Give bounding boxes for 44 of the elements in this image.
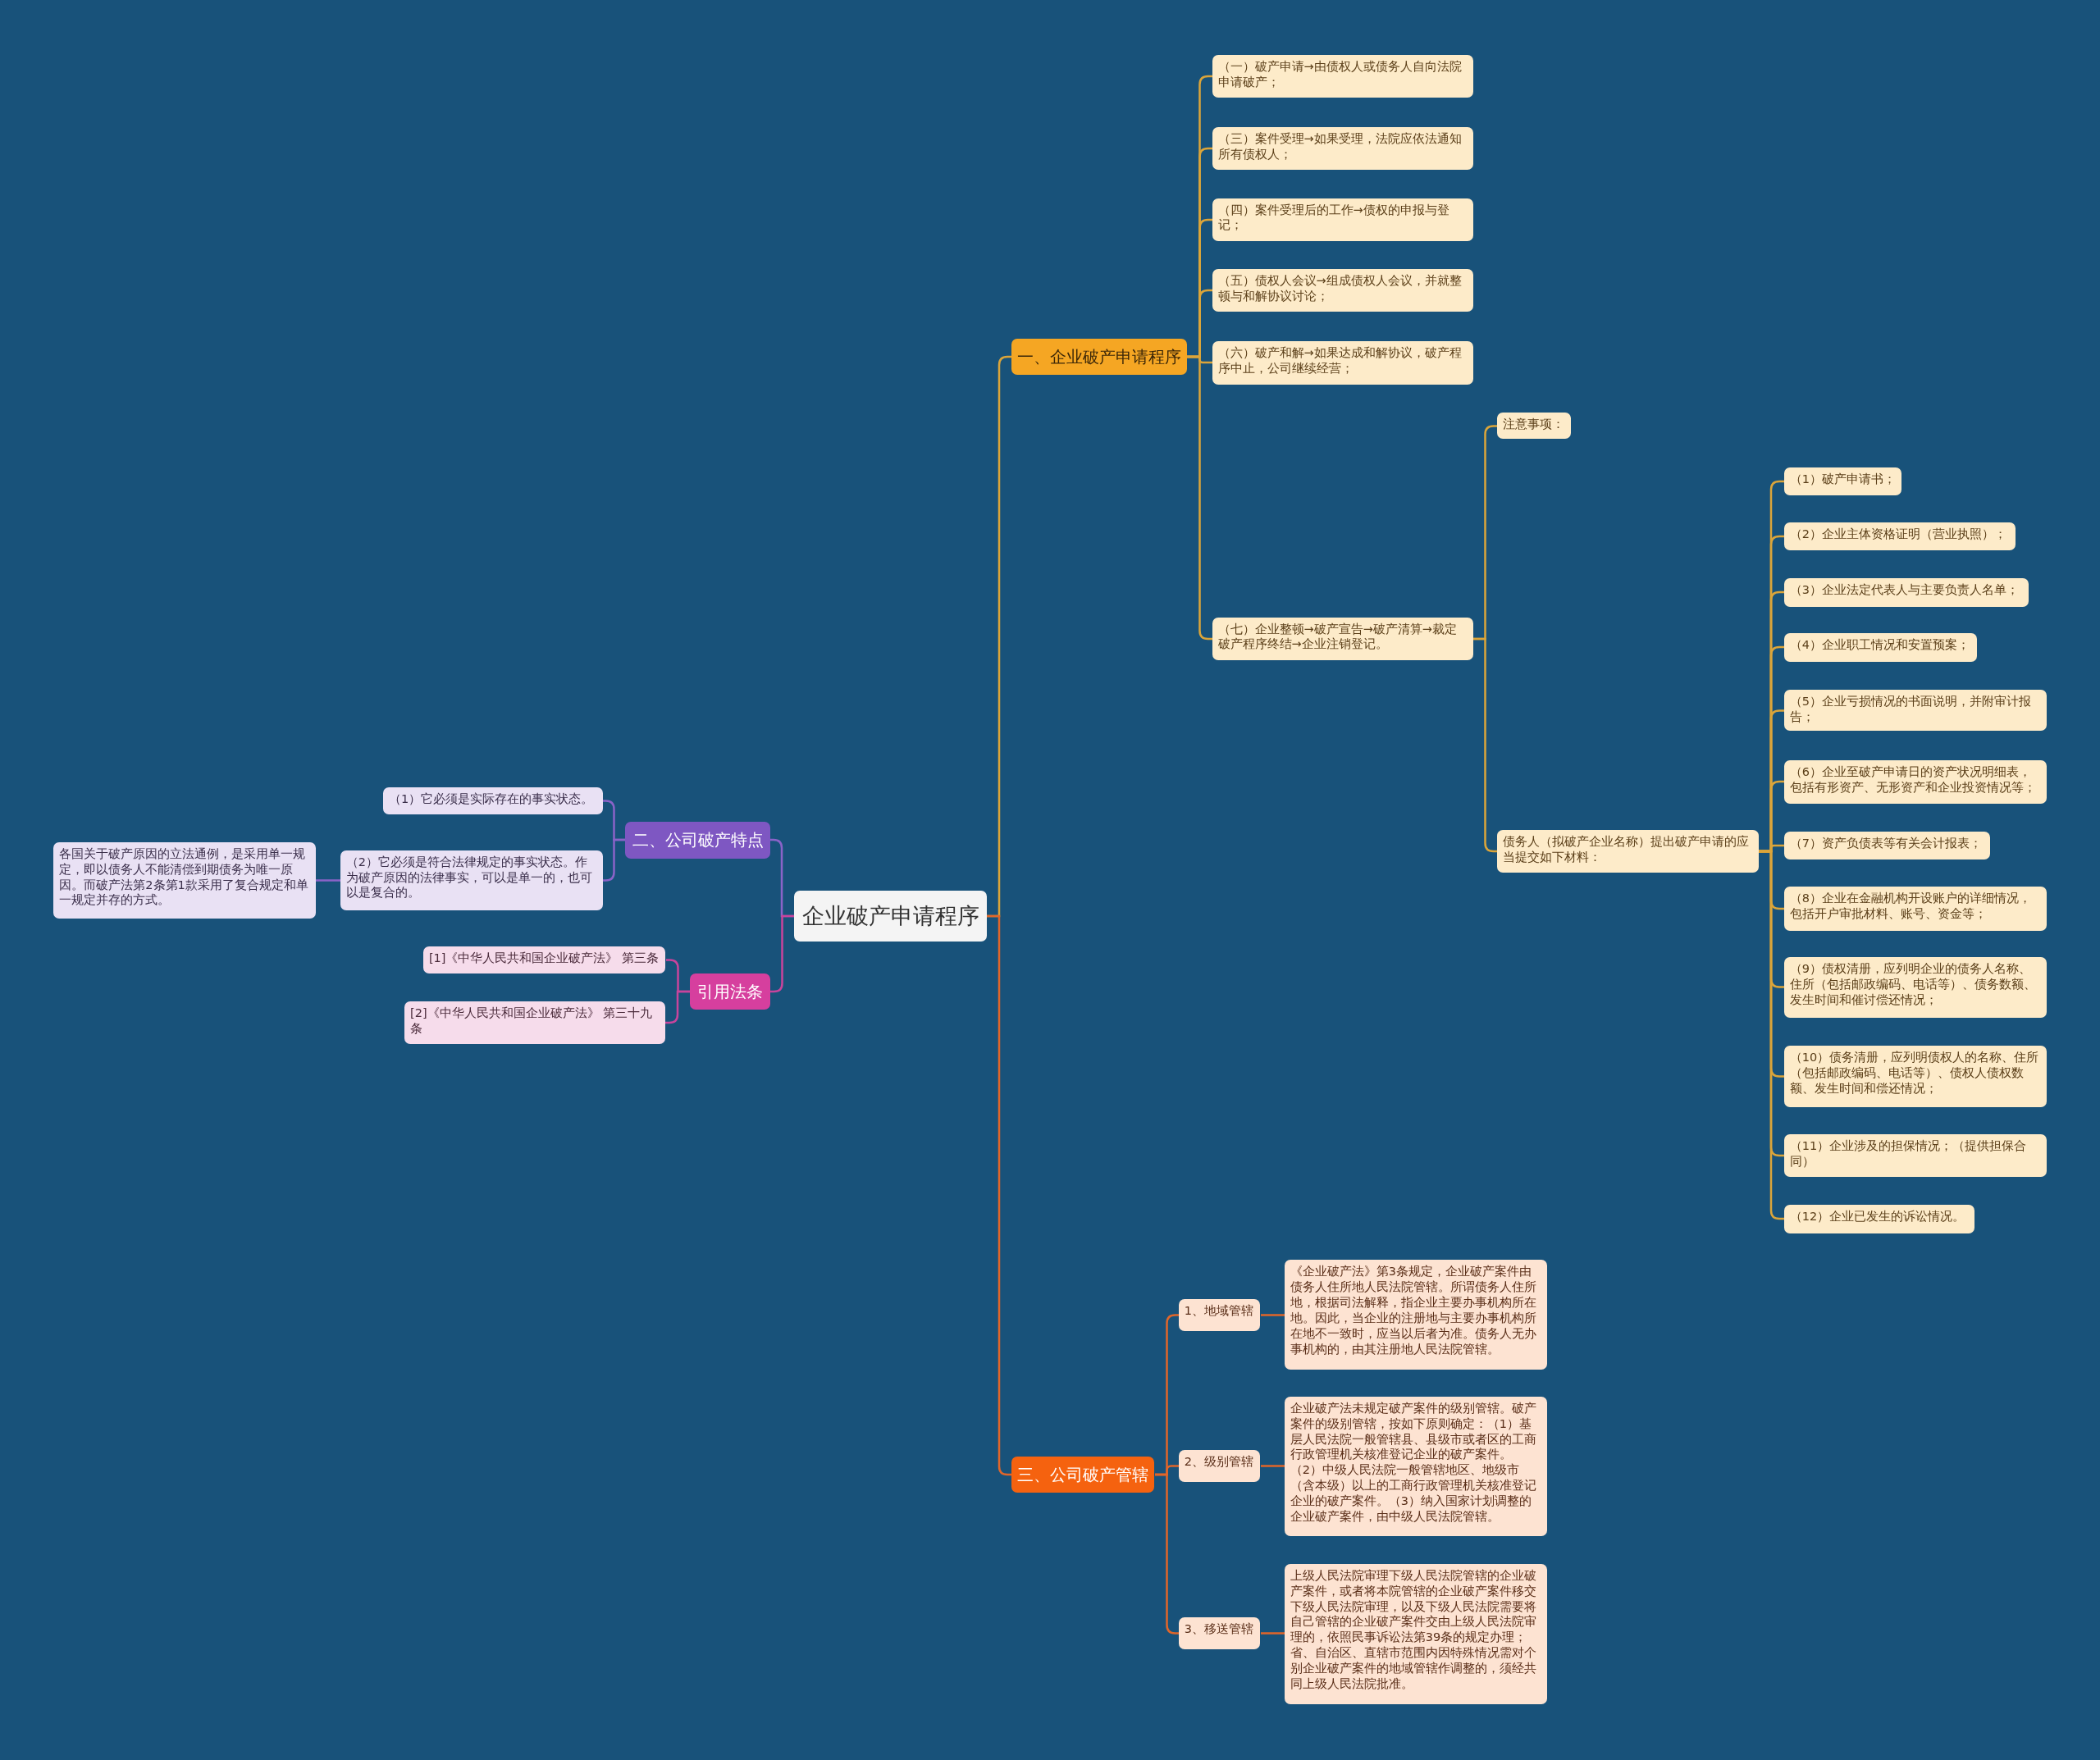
topic-box: [1]《中华人民共和国企业破产法》 第三条 [422, 946, 666, 973]
topic-box: 3、移送管辖 [1178, 1617, 1261, 1650]
topic-box: （3）企业法定代表人与主要负责人名单； [1783, 578, 2029, 607]
branch-topic: 一、企业破产申请程序 [1011, 339, 1187, 376]
topic-box: （10）债务清册，应列明债权人的名称、住所（包括邮政编码、电话等）、债权人债权数额、发生时间和偿还情况； [1783, 1046, 2047, 1108]
connector-line [1261, 1314, 1285, 1316]
topic-box: 注意事项： [1497, 412, 1572, 440]
topic-box: （9）债权清册，应列明企业的债务人名称、住所（包括邮政编码、电话等）、债务数额、发生时间和催讨偿还情况； [1783, 957, 2047, 1018]
topic-box: （2）企业主体资格证明（营业执照）； [1783, 522, 2016, 550]
topic-box: 2、级别管辖 [1178, 1450, 1261, 1483]
topic-box: 1、地域管辖 [1178, 1298, 1261, 1331]
topic-box: 债务人（拟破产企业名称）提出破产申请的应当提交如下材料： [1497, 830, 1759, 873]
branch-topic: 二、公司破产特点 [625, 822, 770, 859]
topic-box: 各国关于破产原因的立法通例，是采用单一规定，即以债务人不能清偿到期债务为唯一原因。而破产法第2条第1款采用了复合规定和单一规定并存的方式。 [53, 841, 317, 919]
topic-box: [2]《中华人民共和国企业破产法》 第三十九条 [404, 1001, 666, 1045]
topic-box: （11）企业涉及的担保情况；（提供担保合同） [1783, 1133, 2047, 1178]
topic-box: （1）它必须是实际存在的事实状态。 [382, 787, 603, 814]
connector-line [603, 838, 625, 882]
topic-box: （三）案件受理→如果受理，法院应依法通知所有债权人； [1212, 127, 1473, 171]
connector-line [1261, 1465, 1285, 1467]
topic-box: （1）破产申请书； [1783, 467, 1902, 496]
central-topic: 企业破产申请程序 [794, 890, 988, 942]
branch-topic: 三、公司破产管辖 [1011, 1457, 1155, 1493]
connector-line [665, 990, 690, 1024]
connector-line [1758, 850, 1784, 1220]
topic-box: （8）企业在金融机构开设账户的详细情况，包括开户审批材料、账号、资金等； [1783, 886, 2047, 931]
topic-box: （4）企业职工情况和安置预案； [1783, 633, 1977, 662]
topic-box: （五）债权人会议→组成债权人会议，并就整顿与和解协议讨论； [1212, 269, 1473, 312]
connector-line [1261, 1632, 1285, 1635]
branch-topic: 引用法条 [689, 973, 770, 1010]
topic-box: （七）企业整顿→破产宣告→破产清算→裁定破产程序终结→企业注销登记。 [1212, 617, 1473, 660]
topic-box: 《企业破产法》第3条规定，企业破产案件由债务人住所地人民法院管辖。所谓债务人住所地，根据司法解释，指企业主要办事机构所在地。因此，当企业的注册地与主要办事机构所在地不一致时，应当以后者为准。债务人无办事机构的，由其注册地人民法院管辖。 [1284, 1260, 1547, 1370]
topic-box: （2）它必须是符合法律规定的事实状态。作为破产原因的法律事实，可以是单一的，也可以是复合的。 [340, 850, 603, 911]
topic-box: （四）案件受理后的工作→债权的申报与登记； [1212, 198, 1473, 241]
topic-box: （7）资产负债表等有关会计报表； [1783, 831, 1991, 860]
connector-line [987, 914, 1012, 1476]
topic-box: （12）企业已发生的诉讼情况。 [1783, 1205, 1974, 1233]
connector-line [316, 879, 340, 882]
topic-box: 企业破产法未规定破产案件的级别管辖。破产案件的级别管辖，按如下原则确定：（1）基层人民法院一般管辖县、县级市或者区的工商行政管理机关核准登记企业的破产案件。（2）中级人民法院一般管辖地区、地级市（含本级）以上的工商行政管理机关核准登记企业的破产案件。（3）纳入国家计划调整的企业破产案件，由中级人民法院管辖。 [1284, 1396, 1547, 1536]
topic-box: （一）破产申请→由债权人或债务人自向法院申请破产； [1212, 54, 1473, 98]
topic-box: （5）企业亏损情况的书面说明，并附审计报告； [1783, 689, 2047, 732]
topic-box: 上级人民法院审理下级人民法院管辖的企业破产案件，或者将本院管辖的企业破产案件移交下级人民法院审理，以及下级人民法院需要将自己管辖的企业破产案件交由上级人民法院审理的，依照民事诉讼法第39条的规定办理；省、自治区、直辖市范围内因特殊情况需对个别企业破产案件的地域管辖作调整的，须经共同上级人民法院批准。 [1284, 1563, 1547, 1705]
topic-box: （六）破产和解→如果达成和解协议，破产程序中止，公司继续经营； [1212, 341, 1473, 385]
topic-box: （6）企业至破产申请日的资产状况明细表，包括有形资产、无形资产和企业投资情况等； [1783, 760, 2047, 804]
